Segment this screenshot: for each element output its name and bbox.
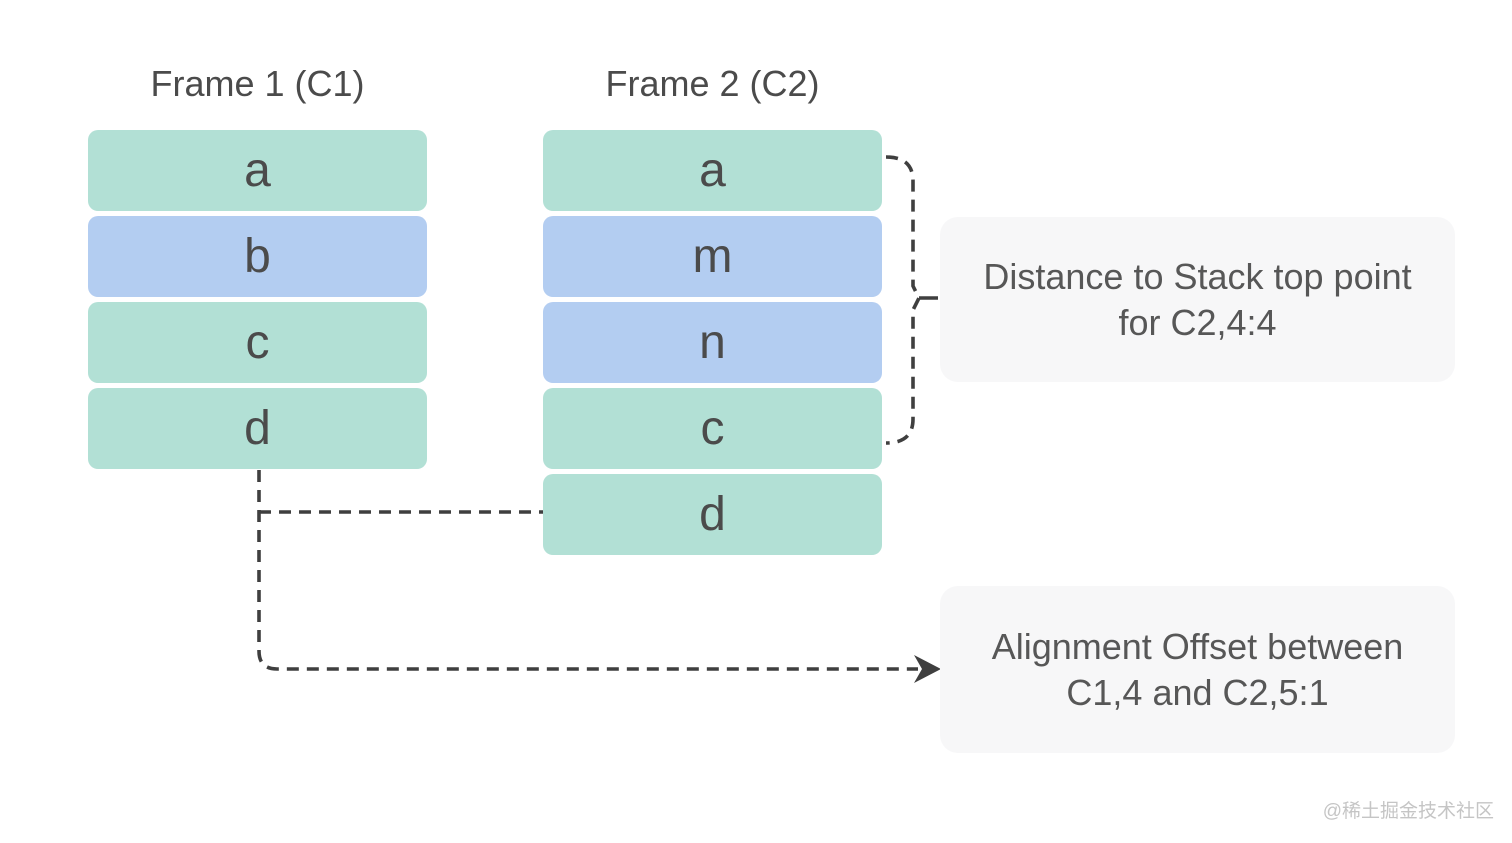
c2-box-a: a [543, 130, 882, 211]
c2-box-n: n [543, 302, 882, 383]
c2-box-m: m [543, 216, 882, 297]
c2-box-c: c [543, 388, 882, 469]
annotation-distance-label: Distance to Stack top point for C2,4:4 [940, 217, 1455, 382]
frame1-title: Frame 1 (C1) [150, 63, 365, 104]
arrowhead-icon [914, 655, 941, 683]
brace-distance-span [885, 155, 922, 445]
c1-box-d: d [88, 388, 427, 469]
watermark: @稀土掘金技术社区 [1322, 801, 1494, 822]
c2-box-d: d [543, 474, 882, 555]
c1-box-a: a [88, 130, 427, 211]
c1-box-c: c [88, 302, 427, 383]
frame2-title: Frame 2 (C2) [605, 63, 820, 104]
c1-box-b: b [88, 216, 427, 297]
annotation-offset-label: Alignment Offset between C1,4 and C2,5:1 [940, 586, 1455, 753]
